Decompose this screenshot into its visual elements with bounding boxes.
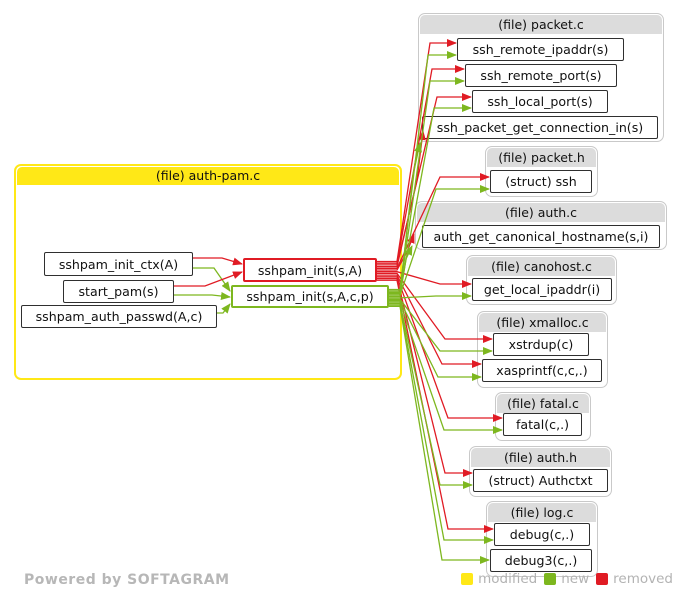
node-ssh_remote_ipaddr[interactable]: ssh_remote_ipaddr(s) <box>457 38 624 61</box>
node-struct_Authctxt[interactable]: (struct) Authctxt <box>473 469 608 492</box>
group-header-canohost-c[interactable]: (file) canohost.c <box>468 257 615 276</box>
node-ssh_packet_get_connection_in[interactable]: ssh_packet_get_connection_in(s) <box>422 116 658 139</box>
node-debug3[interactable]: debug3(c,.) <box>490 549 592 572</box>
group-header-fatal-c[interactable]: (file) fatal.c <box>497 394 589 413</box>
edge-sshpam_init_sAcp-to-xasprintf <box>389 300 482 381</box>
edge-sshpam_init_sAcp-to-debug3 <box>389 305 490 564</box>
node-xasprintf[interactable]: xasprintf(c,c,.) <box>482 359 602 382</box>
group-header-log-c[interactable]: (file) log.c <box>488 503 596 522</box>
powered-by-label: Powered by SOFTAGRAM <box>24 572 230 588</box>
node-auth_get_canonical_hostname[interactable]: auth_get_canonical_hostname(s,i) <box>422 225 660 248</box>
node-get_local_ipaddr[interactable]: get_local_ipaddr(i) <box>472 278 612 301</box>
node-start_pam[interactable]: start_pam(s) <box>63 280 174 303</box>
node-sshpam_init_sA[interactable]: sshpam_init(s,A) <box>243 258 377 282</box>
new-swatch-icon <box>544 573 557 585</box>
modified-swatch-icon <box>461 573 474 585</box>
node-sshpam_init_ctx[interactable]: sshpam_init_ctx(A) <box>44 252 193 276</box>
group-header-auth-h[interactable]: (file) auth.h <box>471 448 610 467</box>
legend-item-removed: removed <box>596 571 673 587</box>
legend-label-removed: removed <box>613 571 673 587</box>
node-debug[interactable]: debug(c,.) <box>494 523 590 546</box>
group-header-auth-pam-c[interactable]: (file) auth-pam.c <box>17 167 399 185</box>
node-ssh_local_port[interactable]: ssh_local_port(s) <box>472 90 608 113</box>
node-sshpam_init_sAcp[interactable]: sshpam_init(s,A,c,p) <box>231 285 389 308</box>
group-header-xmalloc-c[interactable]: (file) xmalloc.c <box>479 313 606 332</box>
group-header-packet-h[interactable]: (file) packet.h <box>487 148 596 167</box>
group-header-auth-c[interactable]: (file) auth.c <box>417 203 665 222</box>
legend-item-modified: modified <box>461 571 537 587</box>
legend: modified new removed <box>461 571 673 587</box>
legend-label-modified: modified <box>478 571 538 587</box>
node-fatal[interactable]: fatal(c,.) <box>503 413 582 436</box>
node-sshpam_auth_passwd[interactable]: sshpam_auth_passwd(A,c) <box>21 305 217 328</box>
node-struct_ssh[interactable]: (struct) ssh <box>490 170 592 193</box>
node-xstrdup[interactable]: xstrdup(c) <box>493 333 589 356</box>
removed-swatch-icon <box>596 573 609 585</box>
node-ssh_remote_port[interactable]: ssh_remote_port(s) <box>465 64 617 87</box>
legend-label-new: new <box>561 571 590 587</box>
group-header-packet-c[interactable]: (file) packet.c <box>420 15 662 34</box>
legend-item-new: new <box>544 571 589 587</box>
